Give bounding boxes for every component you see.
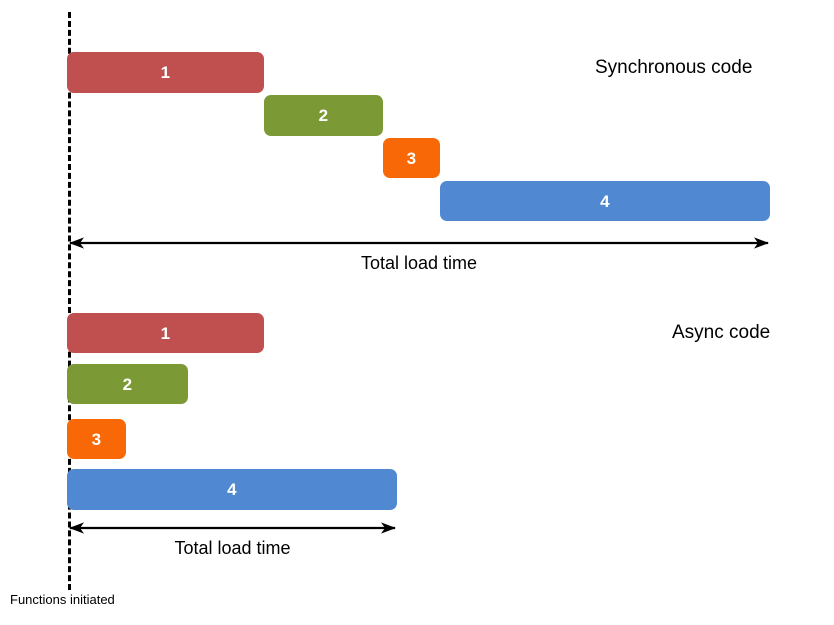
- async-bar-1-label: 1: [160, 323, 171, 343]
- async-bar-4: 4: [67, 469, 397, 510]
- async-bar-2: 2: [67, 364, 188, 404]
- functions-initiated-label: Functions initiated: [10, 592, 115, 607]
- double-arrow-icon: [69, 522, 396, 534]
- sync-bar-3: 3: [383, 138, 440, 178]
- sync-bar-2: 2: [264, 95, 383, 136]
- sync-bar-4: 4: [440, 181, 770, 221]
- async-total-load-time-arrow: [66, 519, 399, 537]
- async-bar-4-label: 4: [227, 480, 237, 499]
- sync-total-load-time-arrow: [66, 234, 772, 252]
- sync-total-load-time-label: Total load time: [360, 253, 478, 273]
- double-arrow-icon: [69, 237, 769, 249]
- sync-bar-2-label: 2: [318, 106, 329, 125]
- async-bar-3: 3: [67, 419, 126, 459]
- sync-bar-1-label: 1: [160, 63, 171, 82]
- sync-bar-4-label: 4: [600, 191, 610, 211]
- sync-bar-3-label: 3: [406, 148, 417, 168]
- async-bar-3-label: 3: [91, 429, 102, 449]
- sync-bar-1: 1: [67, 52, 264, 93]
- async-bar-1: 1: [67, 313, 264, 353]
- synchronous-code-title: Synchronous code: [595, 57, 753, 78]
- functions-initiated-line: [68, 12, 71, 590]
- async-total-load-time-label: Total load time: [174, 538, 291, 558]
- async-bar-2-label: 2: [122, 374, 133, 394]
- async-code-title: Async code: [672, 322, 771, 343]
